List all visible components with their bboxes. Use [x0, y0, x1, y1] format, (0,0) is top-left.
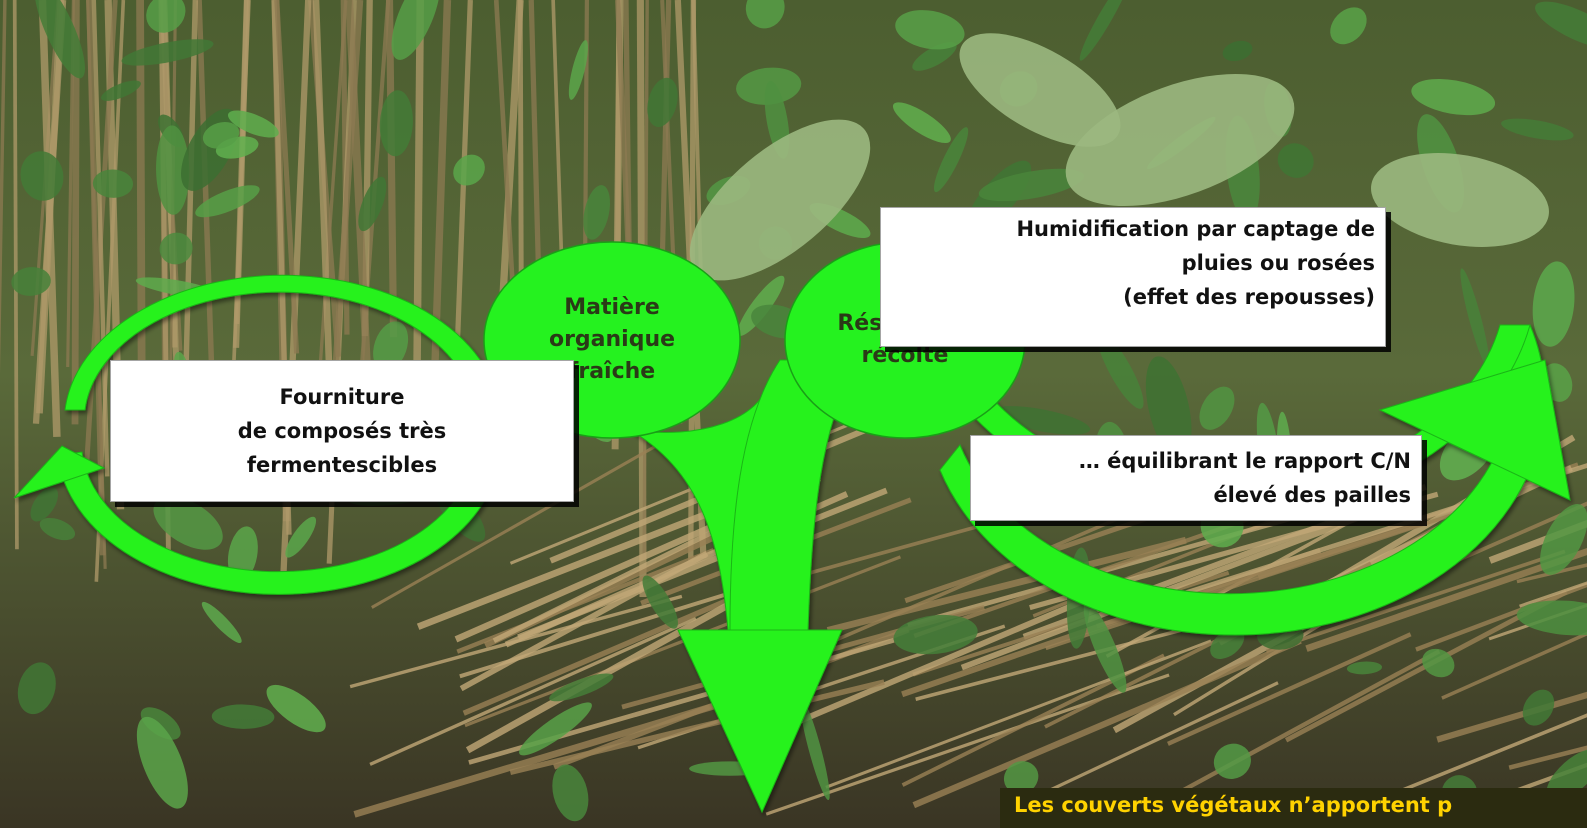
humidification-text: Humidification par captage de pluies ou …	[1016, 212, 1375, 314]
fourniture-box: Fourniture de composés très fermentescib…	[110, 360, 574, 502]
fourniture-text: Fourniture de composés très fermentescib…	[238, 380, 447, 482]
footer-caption: Les couverts végétaux n’apportent p	[1000, 788, 1587, 828]
humidification-box: Humidification par captage de pluies ou …	[880, 207, 1386, 347]
footer-caption-text: Les couverts végétaux n’apportent p	[1014, 793, 1452, 817]
equilibrant-text: … équilibrant le rapport C/N élevé des p…	[1079, 444, 1411, 512]
equilibrant-box: … équilibrant le rapport C/N élevé des p…	[970, 435, 1422, 521]
